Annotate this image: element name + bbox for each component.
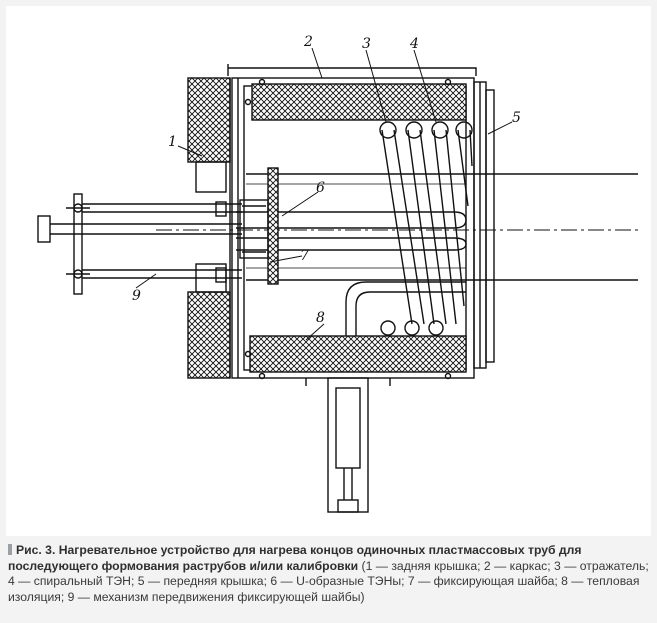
callout-4: 4 [409, 36, 419, 52]
figure-caption: Рис. 3. Нагревательное устройство для на… [8, 543, 652, 605]
spiral-heater-coils-top [379, 121, 473, 139]
callout-1: 1 [168, 134, 177, 150]
rear-cover-upper [187, 77, 231, 163]
rear-cover-slot [195, 161, 227, 193]
bolts [244, 78, 452, 380]
callout-9: 9 [132, 288, 141, 304]
frame-top-line [227, 64, 477, 76]
washer-hub [239, 199, 269, 259]
insulation-bottom [249, 335, 467, 373]
callout-5: 5 [512, 110, 521, 126]
u-shaped-heaters [236, 211, 467, 336]
callout-3: 3 [362, 36, 371, 52]
terminal-box [305, 377, 391, 513]
callout-7: 7 [300, 248, 309, 264]
callout-6: 6 [316, 180, 325, 196]
technical-drawing: 1 2 3 4 5 6 7 8 9 [6, 6, 651, 536]
leader-lines [135, 47, 513, 341]
heater-device-drawing: 1 2 3 4 5 6 7 8 9 [37, 34, 638, 513]
rear-cover-lower [187, 291, 231, 379]
front-cover-plate [485, 89, 495, 363]
fixing-washer [267, 167, 279, 285]
callout-8: 8 [316, 310, 325, 326]
tube-outline [246, 173, 638, 281]
caption-legend: (1 — задняя крышка; 2 — каркас; 3 — отра… [8, 558, 649, 604]
callout-2: 2 [303, 34, 313, 50]
caption-title: Рис. 3. Нагревательное устройство для на… [8, 543, 582, 573]
washer-drive-mechanism [37, 193, 242, 295]
caption-marker [8, 544, 12, 555]
